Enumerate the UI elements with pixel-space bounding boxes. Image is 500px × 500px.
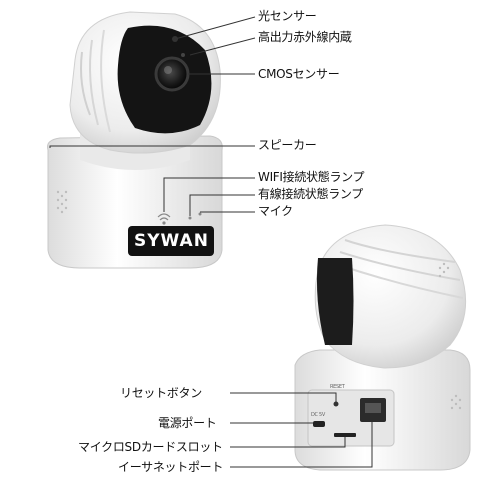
label-ir-led: 高出力赤外線内蔵 [258, 30, 352, 44]
panel-reset-text: RESET [330, 384, 345, 390]
rear-tilt-slot [316, 258, 354, 345]
reset-hole-icon [333, 401, 339, 407]
logo-badge [128, 226, 214, 256]
label-wired-lamp: 有線接続状態ランプ [258, 187, 363, 201]
power-port-icon [313, 421, 325, 427]
ir-led-icon [181, 53, 185, 57]
callout-lines [49, 16, 373, 468]
label-power-port: 電源ポート [158, 416, 217, 430]
rear-camera [294, 224, 471, 471]
sd-slot-icon [334, 433, 356, 437]
logo-text: SYWAN [134, 231, 209, 251]
mic-icon [198, 212, 202, 216]
rear-speaker-grille-icon [438, 262, 462, 410]
wired-lamp-icon [188, 216, 192, 220]
label-speaker: スピーカー [258, 138, 317, 152]
label-wifi-lamp: WIFI接続状態ランプ [258, 170, 365, 184]
label-mic: マイク [258, 204, 293, 218]
label-light-sensor: 光センサー [258, 9, 317, 23]
cmos-lens-icon [154, 56, 190, 92]
label-cmos-sensor: CMOSセンサー [258, 67, 340, 81]
wifi-lamp-icon [157, 213, 171, 225]
label-ethernet-port: イーサネットポート [118, 460, 224, 474]
panel-power-text: DC 5V [311, 412, 326, 418]
speaker-grille-icon [56, 190, 68, 214]
label-reset-button: リセットボタン [120, 386, 202, 400]
front-camera [47, 11, 223, 269]
label-microsd-slot: マイクロSDカードスロット [78, 440, 223, 454]
